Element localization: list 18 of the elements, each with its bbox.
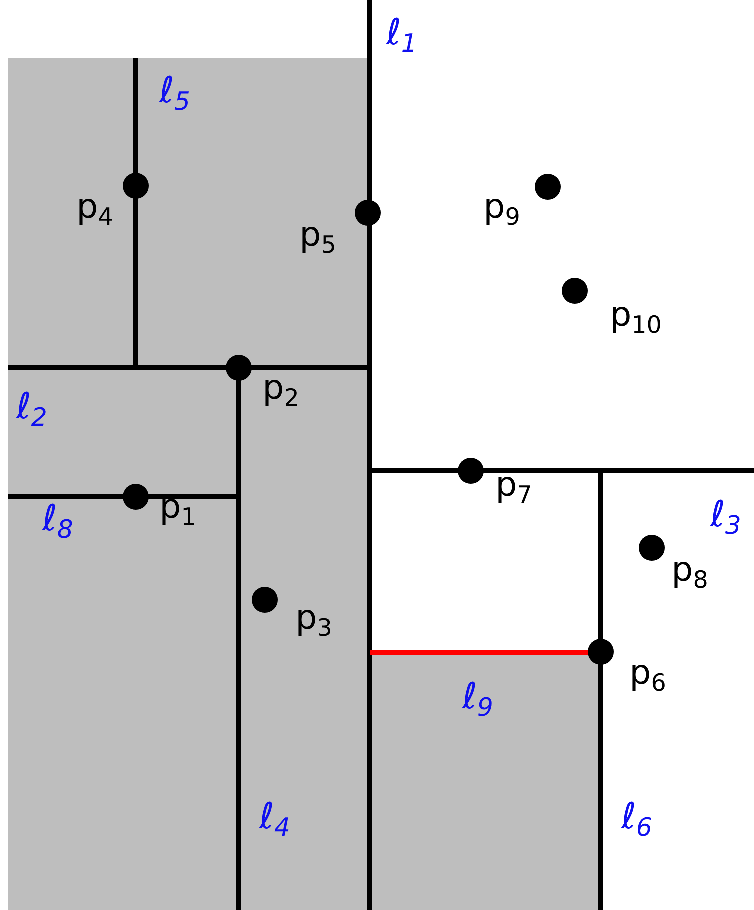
point-label: p$_{3}$ bbox=[296, 601, 332, 641]
line-label: ℓ$_{1}$ bbox=[386, 16, 418, 56]
point-label: p$_{5}$ bbox=[300, 218, 336, 258]
point-label: p$_{8}$ bbox=[672, 553, 708, 593]
point-label: p$_{9}$ bbox=[484, 190, 520, 230]
point-label: p$_{1}$ bbox=[160, 490, 196, 530]
point-label: p$_{10}$ bbox=[610, 298, 662, 338]
point-label: p$_{7}$ bbox=[496, 468, 532, 508]
line-label: ℓ$_{5}$ bbox=[160, 74, 190, 114]
line-label: ℓ$_{4}$ bbox=[260, 800, 290, 840]
line-label: ℓ$_{6}$ bbox=[622, 800, 652, 840]
point-label: p$_{4}$ bbox=[76, 190, 114, 230]
point-label: p$_{6}$ bbox=[630, 656, 666, 696]
point-label: p$_{2}$ bbox=[262, 371, 300, 411]
line-label: ℓ$_{9}$ bbox=[462, 680, 494, 720]
line-label: ℓ$_{2}$ bbox=[16, 390, 48, 430]
line-label: ℓ$_{8}$ bbox=[42, 502, 74, 542]
line-label: ℓ$_{3}$ bbox=[710, 498, 742, 538]
